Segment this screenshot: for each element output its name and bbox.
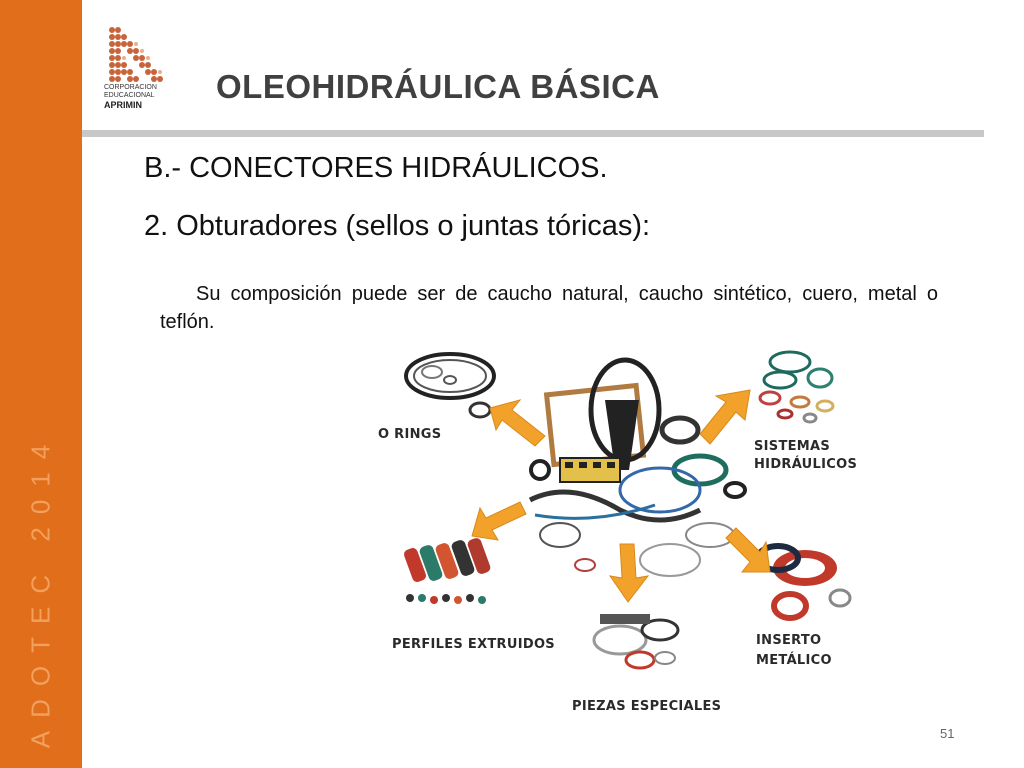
sidebar: ADOTEC 2014 (0, 0, 82, 768)
logo-text: CORPORACION EDUCACIONAL APRIMIN (104, 84, 176, 110)
piezas-image (592, 614, 680, 670)
arrow-up-right-icon (699, 389, 751, 445)
label-perfiles: PERFILES EXTRUIDOS (392, 637, 555, 652)
header-divider (82, 130, 984, 137)
sidebar-vertical-text: ADOTEC 2014 (25, 431, 56, 749)
logo-line-1: CORPORACION (104, 84, 157, 91)
o-rings-image (404, 352, 496, 419)
arrow-down-right-icon (725, 527, 771, 573)
sistemas-image (758, 350, 835, 424)
body-paragraph: Su composición puede ser de caucho natur… (160, 283, 938, 333)
page-number: 51 (940, 726, 955, 741)
arrow-up-left-icon (489, 399, 546, 447)
label-inserto-1: INSERTO (756, 633, 822, 648)
arrow-down-left-icon (471, 501, 527, 541)
section-title: B.- CONECTORES HIDRÁULICOS. (144, 152, 608, 184)
logo-line-2: EDUCACIONAL (104, 92, 155, 99)
header-title: OLEOHIDRÁULICA BÁSICA (216, 68, 660, 105)
center-cluster-image (528, 357, 747, 577)
label-o-rings: O RINGS (378, 427, 442, 442)
aprimin-logo-icon (109, 27, 163, 82)
logo-brand: APRIMIN (104, 100, 142, 110)
label-sistemas-2: HIDRÁULICOS (754, 457, 858, 472)
sub-title: 2. Obturadores (sellos o juntas tóricas)… (144, 210, 651, 242)
seals-figure: O RINGS SISTEMAS HIDRÁULICOS PERFILES EX… (360, 340, 880, 720)
arrow-down-icon (608, 543, 650, 603)
seals-illustration (404, 350, 852, 670)
label-inserto-2: METÁLICO (756, 653, 832, 668)
perfiles-image (404, 538, 491, 604)
label-piezas: PIEZAS ESPECIALES (572, 699, 722, 714)
inserto-image (755, 543, 852, 621)
label-sistemas-1: SISTEMAS (754, 439, 831, 454)
